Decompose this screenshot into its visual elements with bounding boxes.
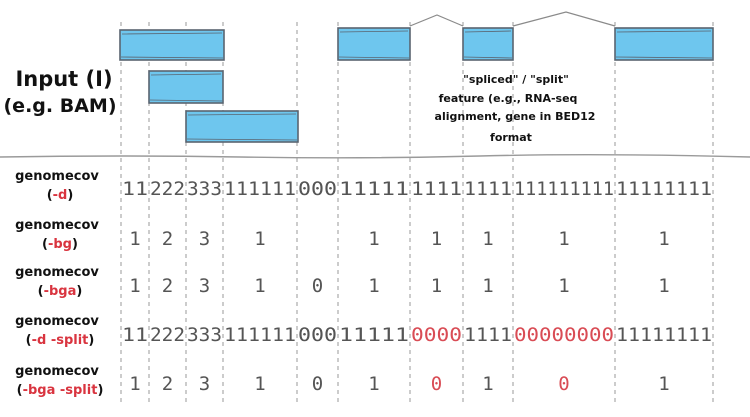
row-label-command: genomecov	[15, 364, 99, 379]
flag-close-paren: )	[88, 333, 94, 348]
coverage-value: 11111111	[616, 178, 712, 200]
flag-close-paren: )	[76, 284, 82, 299]
coverage-value: 222	[150, 324, 185, 346]
read-1	[119, 29, 225, 61]
coverage-value: 1	[368, 228, 379, 250]
coverage-value: 1	[254, 228, 265, 250]
input-label-line1: Input (I)	[15, 67, 112, 91]
coverage-value: 111111	[224, 324, 296, 346]
flag-open-paren: (	[26, 333, 32, 348]
row-label-flag-line: (-bg)	[42, 237, 78, 252]
coverage-value: 1	[368, 373, 379, 395]
splice-connector-2	[512, 11, 616, 27]
coverage-value: 1	[558, 228, 569, 250]
coverage-value: 1111	[464, 178, 512, 200]
row-label-command: genomecov	[15, 265, 99, 280]
flag-close-paren: )	[97, 383, 103, 398]
flag-text: -bg	[48, 237, 72, 252]
row-label-flag-line: (-d)	[47, 188, 74, 203]
coverage-value: 11111	[339, 178, 409, 200]
coverage-value: 3	[199, 373, 210, 395]
coverage-value: 1111	[464, 324, 512, 346]
coverage-value: 3	[199, 228, 210, 250]
row-label-command: genomecov	[15, 169, 99, 184]
coverage-value: 111111	[224, 178, 296, 200]
coverage-value: 000	[298, 178, 337, 200]
coverage-value: 1	[558, 275, 569, 297]
input-label-line2: (e.g. BAM)	[4, 95, 117, 117]
coverage-value: 333	[187, 178, 222, 200]
coverage-value: 1	[431, 275, 442, 297]
spliced-read-block-1	[337, 27, 411, 61]
flag-text: -bga	[44, 284, 77, 299]
coverage-value: 1	[482, 373, 493, 395]
coverage-value: 1111	[411, 178, 462, 200]
spliced-read-block-2	[462, 27, 514, 61]
coverage-value: 0	[312, 373, 323, 395]
coverage-value: 0000	[411, 324, 462, 346]
flag-open-paren: (	[38, 284, 44, 299]
coverage-value: 222	[150, 178, 185, 200]
read-2	[148, 70, 224, 104]
coverage-value: 1	[368, 275, 379, 297]
split-note-line1: "spliced" / "split"	[463, 73, 569, 86]
coverage-value: 000	[298, 324, 337, 346]
coverage-value: 11	[122, 178, 148, 200]
row-label-flag-line: (-d -split)	[26, 333, 95, 348]
spliced-read-block-3	[614, 27, 714, 61]
row-label-flag-line: (-bga -split)	[17, 383, 104, 398]
coverage-value: 1	[129, 275, 140, 297]
coverage-value: 3	[199, 275, 210, 297]
coverage-value: 1	[658, 275, 669, 297]
coverage-value: 1	[129, 373, 140, 395]
row-label-flag-line: (-bga)	[38, 284, 83, 299]
flag-text: -d -split	[32, 333, 89, 348]
flag-text: -d	[53, 188, 68, 203]
split-note-line2: feature (e.g., RNA-seq	[439, 92, 578, 105]
row-label-command: genomecov	[15, 218, 99, 233]
coverage-value: 2	[162, 275, 173, 297]
flag-open-paren: (	[17, 383, 23, 398]
splice-connector-1	[409, 14, 464, 27]
coverage-value: 0	[431, 373, 442, 395]
coverage-value: 1	[254, 373, 265, 395]
coverage-value: 1	[129, 228, 140, 250]
coverage-value: 1	[431, 228, 442, 250]
header-separator	[0, 154, 750, 159]
coverage-value: 11	[122, 324, 148, 346]
flag-open-paren: (	[47, 188, 53, 203]
split-note-line4: format	[490, 131, 532, 144]
coverage-value: 1	[482, 275, 493, 297]
input-reads	[119, 27, 714, 143]
coverage-value: 1	[254, 275, 265, 297]
flag-close-paren: )	[67, 188, 73, 203]
flag-close-paren: )	[72, 237, 78, 252]
coverage-value: 1	[658, 373, 669, 395]
coverage-value: 11111	[339, 324, 409, 346]
coverage-value: 2	[162, 373, 173, 395]
flag-text: -bga -split	[23, 383, 98, 398]
row-label-command: genomecov	[15, 314, 99, 329]
coverage-value: 00000000	[514, 324, 614, 346]
coverage-value: 11111111	[616, 324, 712, 346]
coverage-value: 333	[187, 324, 222, 346]
coverage-value: 0	[558, 373, 569, 395]
split-note-line3: alignment, gene in BED12	[435, 110, 596, 123]
coverage-value: 111111111	[514, 178, 614, 200]
coverage-value: 2	[162, 228, 173, 250]
coverage-value: 0	[312, 275, 323, 297]
coverage-value: 1	[658, 228, 669, 250]
read-3	[185, 110, 299, 143]
coverage-value: 1	[482, 228, 493, 250]
flag-open-paren: (	[42, 237, 48, 252]
